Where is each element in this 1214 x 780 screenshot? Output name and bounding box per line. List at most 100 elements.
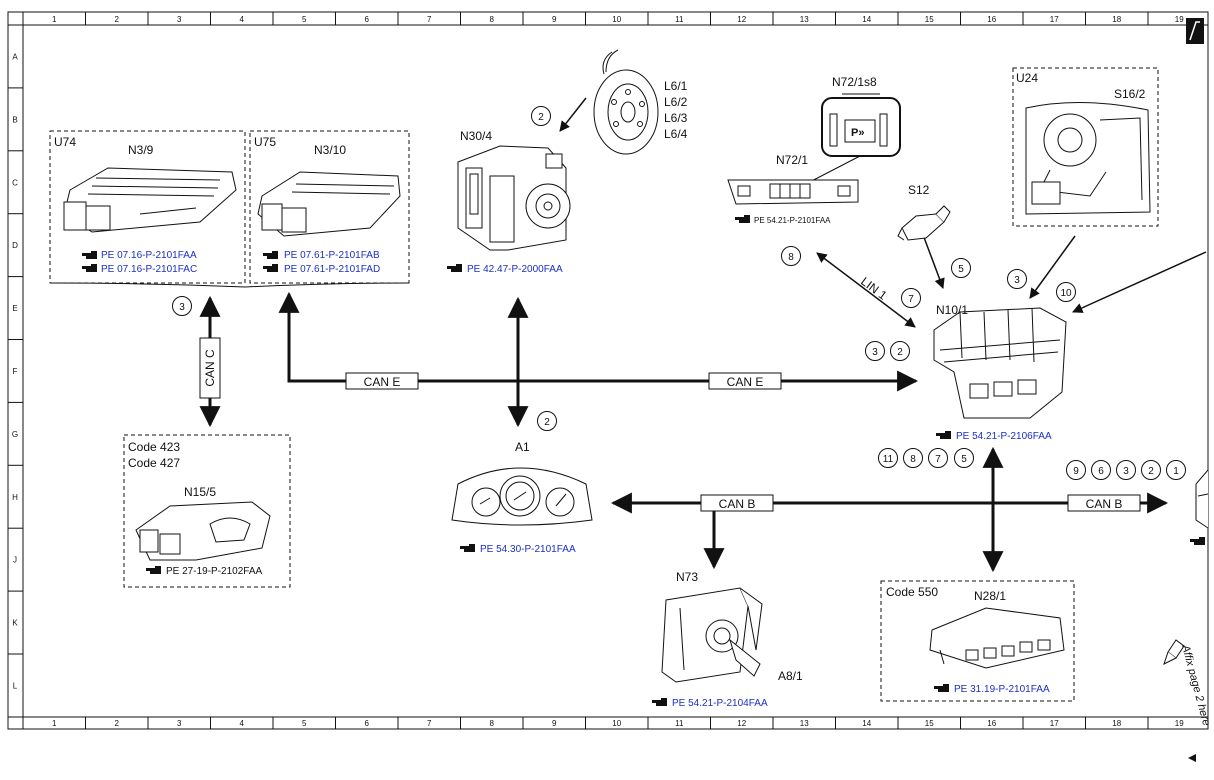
u74-ref-2[interactable]: PE 07.16-P-2101FAC: [101, 264, 197, 275]
u75-ref-1[interactable]: PE 07.61-P-2101FAB: [284, 250, 380, 261]
circled-number: 8: [781, 246, 801, 266]
n28-1-group-box: [880, 580, 1075, 702]
l6-brake-disc-image: [593, 49, 659, 155]
u24-label: U24: [1016, 71, 1038, 85]
reference-hand-icon: [936, 431, 951, 439]
grid-column-label: 7: [427, 719, 432, 728]
grid-column-label: 9: [552, 719, 557, 728]
grid-column-label: 16: [987, 15, 996, 24]
u75-group-box: [249, 130, 410, 284]
l6-2-label: L6/2: [664, 95, 688, 109]
l6-4-label: L6/4: [664, 127, 688, 141]
bus-label-boxes: [199, 337, 1141, 512]
arrow-right-to-n10: [1072, 251, 1207, 313]
circled-number: 2: [1141, 460, 1161, 480]
can-e-right-label: CAN E: [727, 375, 764, 389]
u74-u75-bracket: [49, 282, 410, 288]
partial-right-module-image: [1195, 469, 1209, 529]
parking-p-symbol: P»: [851, 127, 864, 139]
grid-row-label: D: [12, 241, 18, 250]
svg-text:2: 2: [538, 112, 544, 123]
grid-column-label: 8: [490, 719, 495, 728]
svg-text:9: 9: [1073, 466, 1079, 477]
u74-label: U74: [54, 135, 76, 149]
grid-row-label: L: [13, 681, 18, 690]
circled-number: 5: [951, 258, 971, 278]
reference-hand-icon: [652, 698, 667, 706]
circled-number: 7: [928, 448, 948, 468]
sheet-frame: [7, 11, 1209, 730]
grid-column-ticks: 1122334455667788991010111112121313141415…: [22, 12, 1184, 729]
svg-text:5: 5: [961, 454, 967, 465]
grid-column-label: 9: [552, 15, 557, 24]
reference-hand-icon: [447, 264, 462, 272]
n28-1-ref[interactable]: PE 31.19-P-2101FAA: [954, 684, 1050, 695]
n30-4-esp-unit-image: [457, 145, 571, 251]
lin1-line: [816, 252, 916, 328]
corner-bookmark-icon: [1186, 18, 1204, 44]
a8-1-label: A8/1: [778, 669, 803, 683]
reference-hand-icon: [934, 684, 949, 692]
grid-row-label: J: [13, 556, 17, 565]
n3-10-label: N3/10: [314, 143, 346, 157]
grid-row-label: B: [12, 115, 17, 124]
grid-column-label: 15: [925, 719, 934, 728]
circled-number: 3: [1116, 460, 1136, 480]
n15-5-module-image: [135, 501, 271, 561]
n72-1-label: N72/1: [776, 153, 808, 167]
svg-text:6: 6: [1098, 466, 1104, 477]
reference-hand-icon: [735, 215, 750, 223]
affix-page-note: Affix page 2 here: [1179, 643, 1212, 727]
circled-number: 1: [1166, 460, 1186, 480]
circled-number: 9: [1066, 460, 1086, 480]
svg-text:3: 3: [1123, 466, 1129, 477]
n3-9-ecu-image: [63, 167, 237, 233]
code-427-label: Code 427: [128, 456, 180, 470]
n3-10-ecu-image: [257, 171, 401, 237]
n10-1-label: N10/1: [936, 303, 968, 317]
n15-5-ref[interactable]: PE 27-19-P-2102FAA: [166, 566, 262, 577]
arrow-l6-to-n30: [559, 97, 587, 132]
reference-hand-icon: [146, 566, 161, 574]
grid-column-label: 18: [1112, 15, 1121, 24]
n28-1-label: N28/1: [974, 589, 1006, 603]
n10-1-ref[interactable]: PE 54.21-P-2106FAA: [956, 431, 1052, 442]
circled-number: 2: [537, 411, 557, 431]
u74-group-box: [49, 130, 246, 284]
can-e-left-label: CAN E: [364, 375, 401, 389]
a1-instrument-cluster-image: [451, 467, 593, 526]
grid-column-label: 1: [52, 719, 57, 728]
grid-column-label: 11: [675, 15, 684, 24]
grid-column-label: 12: [737, 719, 746, 728]
n72-1-ref[interactable]: PE 54.21-P-2101FAA: [754, 216, 831, 225]
reference-hand-icon: [82, 251, 97, 259]
n73-ref[interactable]: PE 54.21-P-2104FAA: [672, 698, 768, 709]
grid-column-label: 12: [737, 15, 746, 24]
grid-column-label: 4: [240, 15, 245, 24]
n72-1s8-label: N72/1s8: [832, 75, 877, 89]
circled-number: 8: [903, 448, 923, 468]
u74-ref-1[interactable]: PE 07.16-P-2101FAA: [101, 250, 197, 261]
svg-text:2: 2: [1148, 466, 1154, 477]
s12-label: S12: [908, 183, 930, 197]
grid-row-label: A: [12, 52, 18, 61]
n15-5-label: N15/5: [184, 485, 216, 499]
a1-ref[interactable]: PE 54.30-P-2101FAA: [480, 544, 576, 555]
grid-column-label: 15: [925, 15, 934, 24]
svg-text:3: 3: [1014, 275, 1020, 286]
u75-label: U75: [254, 135, 276, 149]
u75-ref-2[interactable]: PE 07.61-P-2101FAD: [284, 264, 380, 275]
group-boxes: [49, 67, 1159, 702]
grid-row-label: K: [12, 619, 18, 628]
reference-hand-icon: [460, 544, 475, 552]
n3-9-label: N3/9: [128, 143, 154, 157]
reference-hand-icon: [82, 264, 97, 272]
code-550-label: Code 550: [886, 585, 938, 599]
grid-column-label: 10: [612, 15, 621, 24]
grid-row-label: F: [13, 367, 18, 376]
n15-5-group-box: [123, 434, 291, 588]
n30-4-ref[interactable]: PE 42.47-P-2000FAA: [467, 264, 563, 275]
can-b-right-label: CAN B: [1086, 497, 1123, 511]
